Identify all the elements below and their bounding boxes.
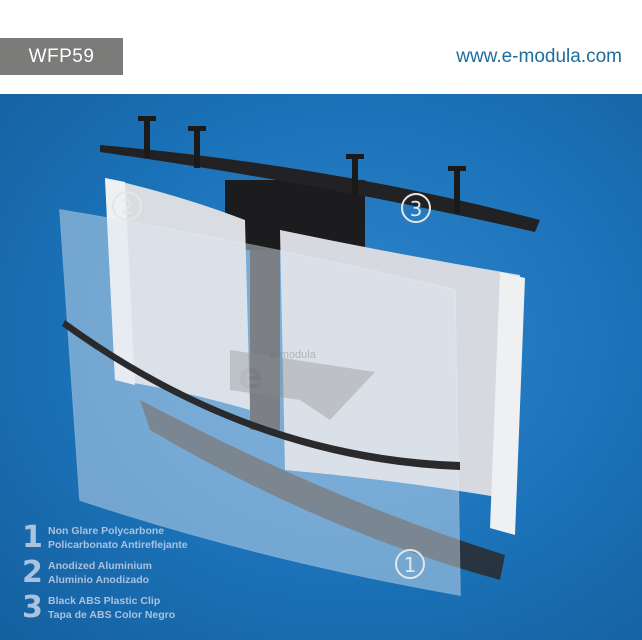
svg-text:3: 3: [410, 197, 423, 221]
e-modula-watermark-logo: e e-modula: [230, 349, 375, 420]
product-diagram: e e-modula 2 3 1: [0, 94, 642, 640]
website-link[interactable]: www.e-modula.com: [456, 46, 622, 67]
svg-text:1: 1: [404, 553, 417, 577]
callout-2: 2: [112, 191, 142, 221]
model-code-badge: WFP59: [0, 38, 123, 75]
screws: [138, 116, 466, 213]
callout-3: 3: [401, 193, 431, 223]
svg-text:2: 2: [121, 195, 134, 219]
svg-text:e-modula: e-modula: [270, 349, 317, 361]
aluminium-panel-left: [105, 178, 250, 410]
polycarbonate-sheet: [59, 209, 461, 596]
callout-1: 1: [395, 549, 425, 579]
exploded-view: e e-modula 2 3 1: [59, 116, 540, 596]
aluminium-panel-right: [280, 230, 520, 500]
top-clip-bar: [100, 145, 540, 232]
svg-text:e: e: [238, 356, 262, 397]
bottom-clip-bar: [140, 400, 505, 580]
